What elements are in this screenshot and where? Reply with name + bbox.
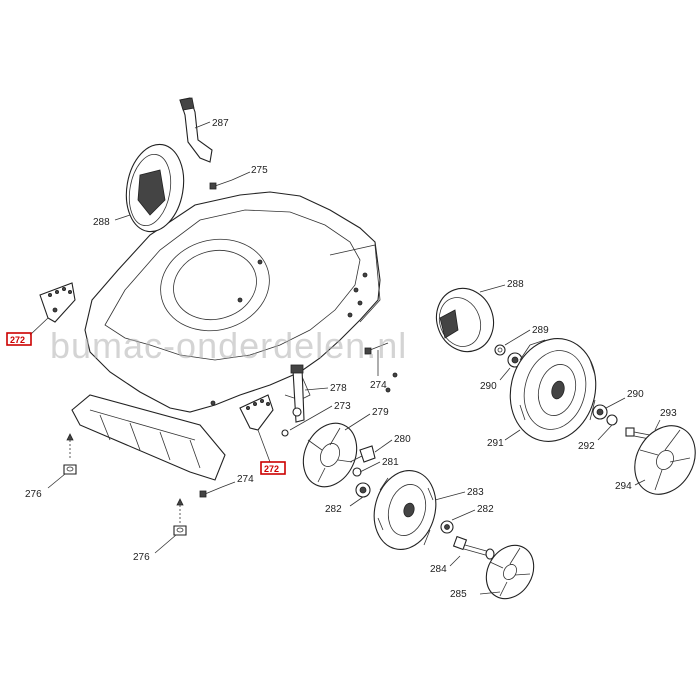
adjuster-plate-left bbox=[39, 282, 76, 323]
label-272-center[interactable]: 272 bbox=[264, 464, 279, 474]
bearing-290-right bbox=[592, 404, 608, 420]
washer-281 bbox=[352, 467, 362, 477]
label-276-left[interactable]: 276 bbox=[25, 489, 42, 500]
wheel-hub-cover-right bbox=[435, 287, 495, 353]
bearing-282-right bbox=[440, 520, 454, 534]
label-291[interactable]: 291 bbox=[487, 438, 504, 449]
label-275[interactable]: 275 bbox=[251, 165, 268, 176]
adjuster-plate-center bbox=[239, 394, 274, 431]
label-292[interactable]: 292 bbox=[578, 441, 595, 452]
highlight-box-272-left[interactable] bbox=[6, 332, 32, 346]
label-282-right[interactable]: 282 bbox=[477, 504, 494, 515]
label-288-left[interactable]: 288 bbox=[93, 217, 110, 228]
label-288-right[interactable]: 288 bbox=[507, 279, 524, 290]
hub-cap-285 bbox=[485, 544, 535, 600]
front-wheel-283 bbox=[373, 470, 437, 550]
label-283[interactable]: 283 bbox=[467, 487, 484, 498]
height-adjuster-lever bbox=[179, 97, 213, 163]
label-276-bottom[interactable]: 276 bbox=[133, 552, 150, 563]
screw-274-bottom bbox=[199, 486, 223, 498]
bolt-280 bbox=[349, 445, 376, 463]
label-285[interactable]: 285 bbox=[450, 589, 467, 600]
wheel-hub-cover-left bbox=[125, 143, 185, 233]
label-289[interactable]: 289 bbox=[532, 325, 549, 336]
label-294[interactable]: 294 bbox=[615, 481, 632, 492]
label-282-left[interactable]: 282 bbox=[325, 504, 342, 515]
nut-276-left bbox=[63, 433, 77, 475]
label-274-right[interactable]: 274 bbox=[370, 380, 387, 391]
label-278[interactable]: 278 bbox=[330, 383, 347, 394]
screw-275 bbox=[209, 179, 233, 190]
label-293[interactable]: 293 bbox=[660, 408, 677, 419]
screw-274-right bbox=[364, 342, 389, 355]
rear-wheel-291 bbox=[509, 338, 597, 442]
label-272-left[interactable]: 272 bbox=[10, 335, 25, 345]
hub-cap-294 bbox=[634, 425, 696, 495]
nut-273 bbox=[281, 429, 289, 437]
label-279[interactable]: 279 bbox=[372, 407, 389, 418]
label-287[interactable]: 287 bbox=[212, 118, 229, 129]
axle-bolt-284 bbox=[452, 535, 495, 560]
watermark-text: bumac-onderdelen.nl bbox=[50, 325, 407, 366]
label-290-left[interactable]: 290 bbox=[480, 381, 497, 392]
bearing-282-left bbox=[355, 482, 371, 498]
label-273[interactable]: 273 bbox=[334, 401, 351, 412]
label-281[interactable]: 281 bbox=[382, 457, 399, 468]
label-290-right[interactable]: 290 bbox=[627, 389, 644, 400]
label-274-bottom[interactable]: 274 bbox=[237, 474, 254, 485]
mower-deck bbox=[84, 191, 398, 413]
label-284[interactable]: 284 bbox=[430, 564, 447, 575]
height-lever-278 bbox=[290, 364, 305, 423]
washer-292 bbox=[606, 414, 618, 426]
label-280[interactable]: 280 bbox=[394, 434, 411, 445]
front-hub-disc-279 bbox=[302, 422, 358, 488]
highlight-box-272-center[interactable] bbox=[260, 461, 286, 475]
part-labels: 287 275 288 272 288 289 274 290 278 273 … bbox=[10, 118, 677, 600]
nut-276-bottom bbox=[173, 498, 187, 536]
leader-lines bbox=[29, 121, 661, 595]
rear-flap bbox=[71, 394, 226, 481]
washer-289 bbox=[494, 344, 506, 356]
